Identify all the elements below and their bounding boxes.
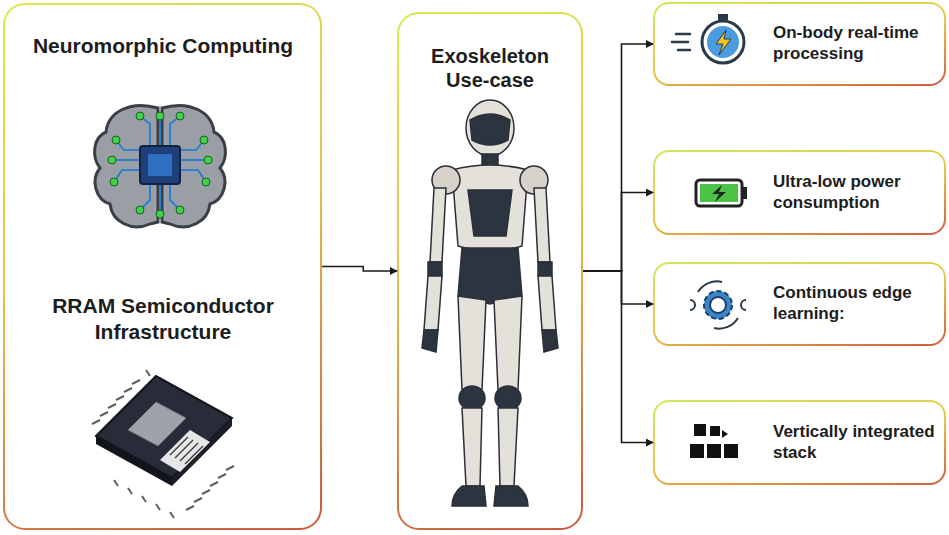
node-title: Ultra-low power consumption [773,172,938,213]
robot-figure [422,100,558,506]
node-title: Neuromorphic Computing [25,33,301,59]
feature-box: On-body real-time processing [653,2,946,86]
node-title: Exoskeleton Use-case [413,44,567,93]
chip-icon [92,370,234,518]
node-title: On-body real-time processing [773,23,938,64]
panel-box: Neuromorphic ComputingRRAM Semiconductor… [3,3,322,530]
feature-box: Continuous edge learning: [653,262,946,346]
gear-cycle-icon [690,281,746,328]
connector-arrow [583,44,653,271]
connector-arrow [583,193,653,272]
panel-box: Exoskeleton Use-case [397,12,583,530]
connector-arrow [583,271,653,304]
connector-arrow [583,271,653,443]
node-title: Vertically integrated stack [773,422,938,463]
brain-icon [95,105,226,226]
battery-icon [696,180,747,206]
stopwatch-icon [672,14,744,63]
feature-box: Ultra-low power consumption [653,150,946,235]
node-subtitle: RRAM Semiconductor Infrastructure [25,293,301,344]
connector-arrow [322,267,397,272]
node-title: Continuous edge learning: [773,283,938,324]
feature-box: Vertically integrated stack [653,400,946,485]
cubes-icon [690,424,738,458]
